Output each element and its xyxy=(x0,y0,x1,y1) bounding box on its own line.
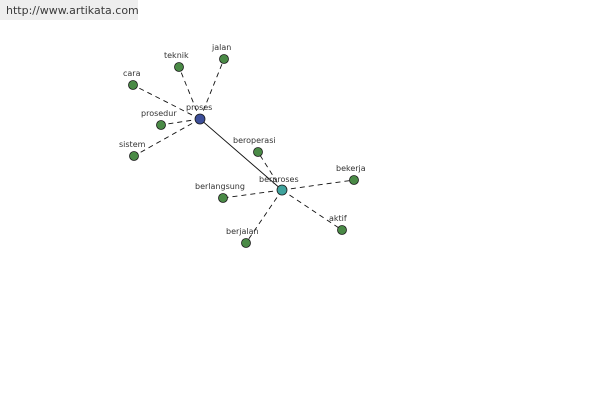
edge-berproses-aktif xyxy=(281,189,343,231)
node-berlangsung[interactable] xyxy=(218,193,228,203)
url-banner: http://www.artikata.com xyxy=(0,0,139,20)
node-label-berjalan: berjalan xyxy=(226,227,259,236)
node-label-cara: cara xyxy=(123,69,141,78)
edge-proses-teknik xyxy=(178,66,201,120)
node-jalan[interactable] xyxy=(219,54,229,64)
edge-layer xyxy=(132,58,355,244)
edge-proses-prosedur xyxy=(160,118,201,126)
node-label-beroperasi: beroperasi xyxy=(233,136,276,145)
node-label-jalan: jalan xyxy=(211,43,231,52)
node-proses[interactable] xyxy=(194,113,206,125)
node-berjalan[interactable] xyxy=(241,238,251,248)
node-teknik[interactable] xyxy=(174,62,184,72)
node-label-proses: proses xyxy=(186,103,212,112)
node-label-aktif: aktif xyxy=(329,214,347,223)
label-layer: proses berproses cara teknik jalan prosedur si… xyxy=(119,43,366,236)
node-sistem[interactable] xyxy=(129,151,139,161)
node-label-berproses: berproses xyxy=(259,175,299,184)
edge-berproses-beroperasi xyxy=(257,151,283,191)
node-prosedur[interactable] xyxy=(156,120,166,130)
url-banner-text: http://www.artikata.com xyxy=(6,4,139,17)
node-bekerja[interactable] xyxy=(349,175,359,185)
node-beroperasi[interactable] xyxy=(253,147,263,157)
edge-berproses-berlangsung xyxy=(222,189,283,199)
node-layer xyxy=(128,54,359,248)
node-aktif[interactable] xyxy=(337,225,347,235)
edge-proses-cara xyxy=(132,84,201,120)
node-label-prosedur: prosedur xyxy=(141,109,177,118)
node-label-berlangsung: berlangsung xyxy=(195,182,245,191)
node-berproses[interactable] xyxy=(276,184,288,196)
edge-proses-jalan xyxy=(199,58,225,120)
edge-proses-berproses xyxy=(199,118,283,191)
edge-proses-sistem xyxy=(133,118,201,157)
node-label-sistem: sistem xyxy=(119,140,146,149)
node-cara[interactable] xyxy=(128,80,138,90)
edge-berproses-berjalan xyxy=(245,189,283,244)
edge-berproses-bekerja xyxy=(281,179,355,191)
node-label-teknik: teknik xyxy=(164,51,189,60)
node-label-bekerja: bekerja xyxy=(336,164,366,173)
